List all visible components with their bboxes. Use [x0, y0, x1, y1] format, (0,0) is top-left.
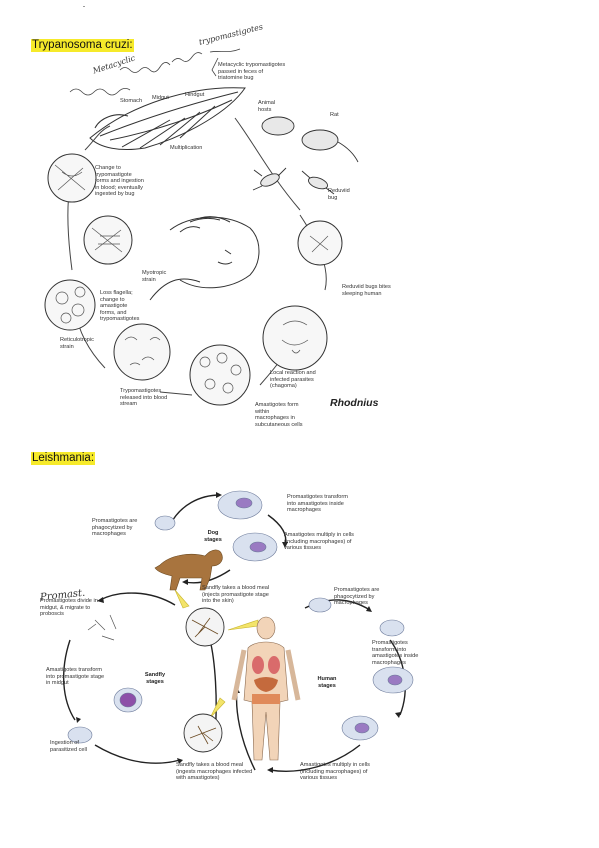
label-reduviid-bug: Reduviid bug: [328, 188, 350, 201]
label-metacyclic: Metacyclic trypomastigotes passed in fec…: [218, 62, 286, 82]
label-amastigotes-transform: Amastigotes transform into promastigote …: [46, 667, 105, 687]
label-reduviid-biting: Reduviid bugs bites sleeping human: [342, 284, 391, 297]
label-ingestion: Ingestion of parasitized cell: [50, 740, 87, 753]
arrow-dog-1: [169, 494, 221, 526]
circle-reticulotropic: [44, 279, 96, 331]
label-hindgut: Hindgut: [185, 92, 205, 98]
human-figure-illustration: [231, 616, 301, 761]
sleeping-human-illustration: [149, 216, 260, 301]
arrow-sandfly-3: [94, 744, 181, 764]
leishmania-title: Leishmania:: [31, 452, 96, 465]
dog-illustration: [154, 549, 223, 591]
label-amastigotes-multiply-dog: Amastigotes multiply in cells (including…: [284, 532, 354, 552]
label-local-reaction: Local reaction and infected parasites (c…: [270, 370, 316, 390]
label-amastigotes-multiply-human: Amastigotes multiply in cells (including…: [300, 762, 370, 782]
arrow-human-3: [269, 744, 361, 772]
label-promastigotes-divide: Promastigotes divide in midgut, & migrat…: [40, 598, 98, 618]
circle-local-reaction: [262, 305, 328, 371]
label-phagocytized-dog: Promastigotes are phagocytized by macrop…: [92, 518, 138, 538]
label-trypomastigotes-released: Trypomastigotes released into blood stre…: [120, 388, 168, 408]
label-rat: Rat: [330, 112, 339, 118]
label-sandfly-stages: Sandfly stages: [144, 672, 166, 685]
label-change-forms: Change to trypomastigote forms and inges…: [95, 165, 144, 198]
circle-bug-bite: [297, 220, 343, 266]
insect-gut-illustration: [89, 87, 246, 151]
armadillo-illustration: [261, 116, 295, 136]
label-loses-flagella: Loss flagella; change to amastigote form…: [100, 290, 140, 323]
trypanosoma-title: Trypanosoma cruzi:: [31, 39, 134, 52]
scan-mark: [83, 6, 85, 7]
circle-amastigotes: [189, 344, 251, 406]
label-midgut: Midgut: [152, 95, 169, 101]
rat-illustration: [301, 129, 339, 151]
bug-illustration-1: [260, 173, 280, 187]
label-sandfly-blood-meal: Sandfly takes a blood meal (injects prom…: [202, 585, 270, 605]
arrow-sandfly-2: [62, 639, 76, 721]
label-transform-human: Promastigotes transform into amastigotes…: [372, 640, 419, 666]
label-stomach: Stomach: [120, 98, 143, 104]
arrow-sandfly-1: [99, 592, 176, 606]
label-human-stages: Human stages: [317, 676, 337, 689]
label-promastigote-transform-dog: Promastigotes transform into amastigotes…: [287, 494, 348, 514]
bug-illustration-2: [307, 176, 329, 190]
label-rhodnius: Rhodnius: [330, 397, 379, 409]
label-animal-hosts: Animal hosts: [258, 100, 276, 113]
label-sandfly-takes-meal: Sandfly takes a blood meal (ingests macr…: [176, 762, 253, 782]
label-promastigotes-phagocytized: Promastigotes are phagocytized by macrop…: [334, 587, 380, 607]
label-multiplication: Multiplication: [170, 145, 203, 151]
label-myotropic: Myotropic strain: [142, 270, 167, 283]
label-dog-stages: Dog stages: [204, 530, 222, 543]
label-amastigotes-macrophages: Amastigotes form within macrophages in s…: [255, 402, 303, 428]
label-reticulotropic: Reticulotropic strain: [60, 337, 94, 350]
